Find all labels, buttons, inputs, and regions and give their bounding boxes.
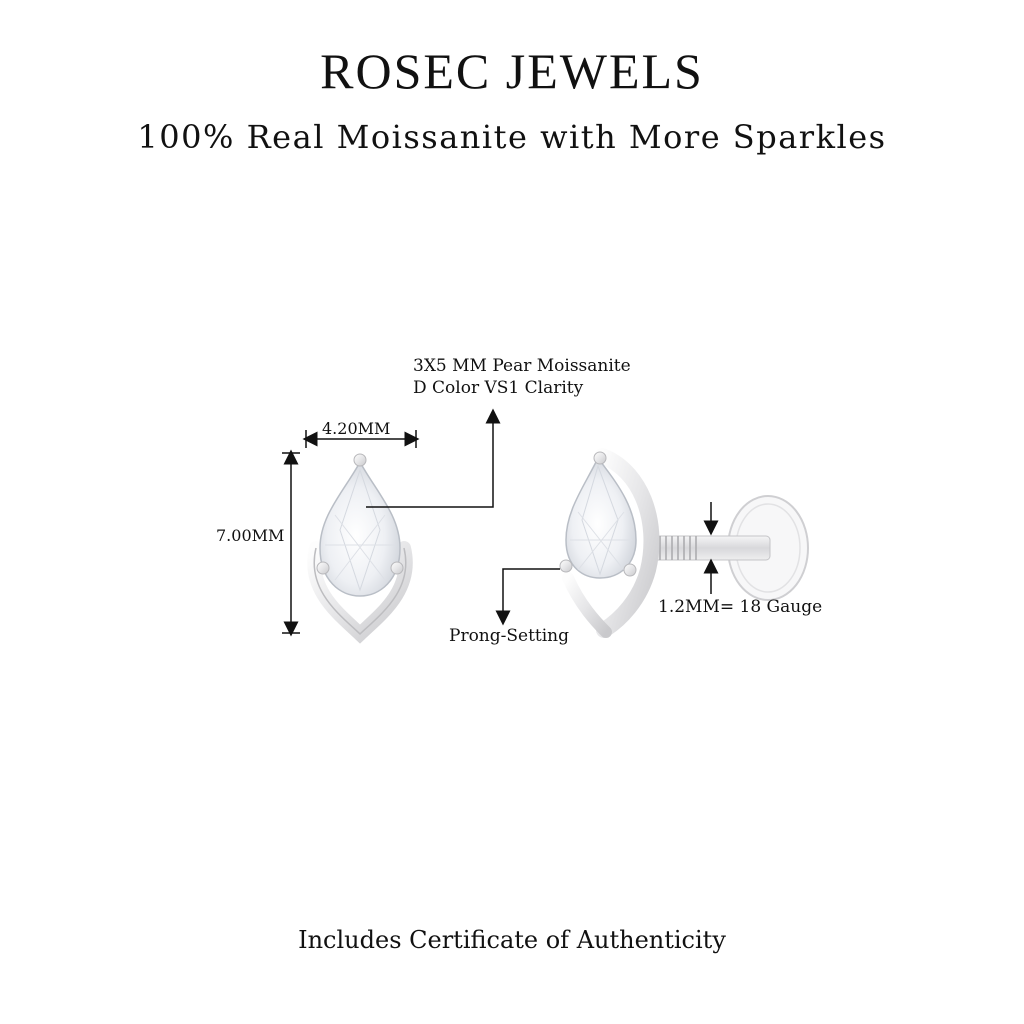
stone-spec-line1: 3X5 MM Pear Moissanite	[413, 356, 631, 376]
earring-side-view	[559, 448, 809, 638]
certificate-note: Includes Certificate of Authenticity	[298, 926, 726, 954]
stone-spec-line2: D Color VS1 Clarity	[413, 378, 584, 398]
brand-title: ROSEC JEWELS	[320, 43, 704, 99]
prong-setting-label: Prong-Setting	[449, 626, 570, 646]
gauge-label: 1.2MM= 18 Gauge	[658, 597, 823, 617]
width-dimension-label: 4.20MM	[322, 419, 391, 438]
height-dimension-label: 7.00MM	[216, 526, 285, 545]
tagline: 100% Real Moissanite with More Sparkles	[137, 118, 887, 156]
earring-front-view	[307, 453, 413, 644]
